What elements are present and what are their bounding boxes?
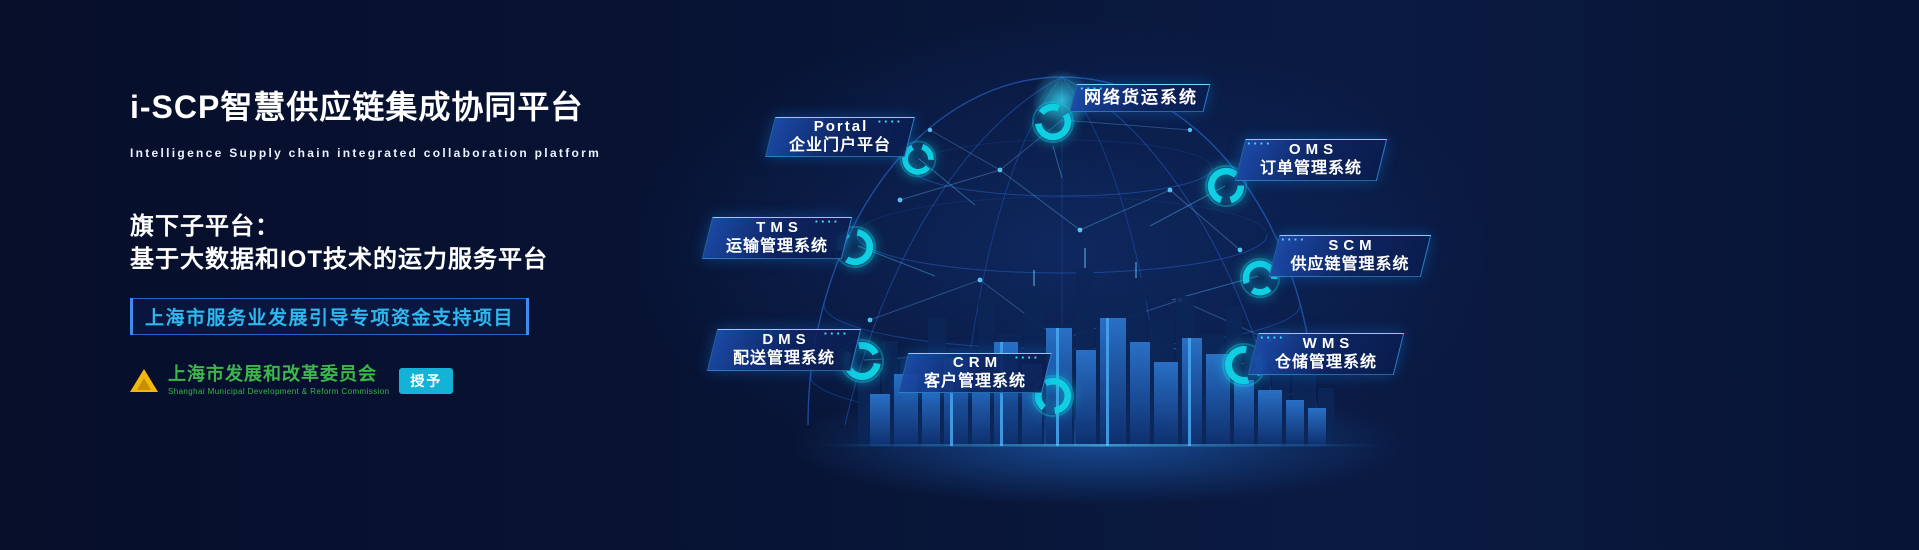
ring-icon-oms (1203, 163, 1249, 209)
dots-decoration: ···· (1080, 81, 1106, 96)
system-node-oms: OMS 订单管理系统 ···· (1234, 136, 1388, 181)
page-subtitle: Intelligence Supply chain integrated col… (130, 146, 602, 160)
sub-platform-block: 旗下子平台： 基于大数据和IOT技术的运力服务平台 (130, 210, 601, 276)
node-subtitle: 供应链管理系统 (1290, 255, 1410, 273)
node-title: SCM (1328, 237, 1377, 255)
ring-icon-crm (1030, 373, 1076, 419)
dots-decoration: ···· (823, 326, 849, 341)
node-subtitle: 配送管理系统 (732, 349, 835, 367)
system-node-dms: DMS 配送管理系统 ···· (706, 326, 862, 371)
node-title: DMS (762, 331, 811, 349)
sub-platform-label: 旗下子平台： (130, 213, 280, 240)
system-node-crm: CRM 客户管理系统 ···· (898, 350, 1052, 393)
dots-decoration: ···· (814, 214, 840, 229)
award-badge: 授予 (399, 367, 454, 394)
dots-decoration: ···· (1260, 330, 1286, 345)
issuer-texts: 上海市发展和改革委员会 Shanghai Municipal Developme… (168, 364, 390, 397)
dots-decoration: ···· (1281, 232, 1307, 247)
system-node-freight: 网络货运系统 ···· (1069, 81, 1211, 112)
dots-decoration: ···· (1247, 136, 1273, 151)
node-title: TMS (756, 219, 803, 237)
hero-text-block: i-SCP智慧供应链集成协同平台 Intelligence Supply cha… (130, 88, 601, 397)
dots-decoration: ···· (1014, 350, 1040, 365)
node-subtitle: 仓储管理系统 (1274, 353, 1377, 371)
node-subtitle: 订单管理系统 (1259, 159, 1362, 177)
node-subtitle: 企业门户平台 (788, 136, 891, 154)
page-title: i-SCP智慧供应链集成协同平台 (130, 89, 584, 125)
sub-platform-description: 基于大数据和IOT技术的运力服务平台 (130, 246, 548, 273)
node-subtitle: 客户管理系统 (923, 372, 1026, 390)
award-project-box: 上海市服务业发展引导专项资金支持项目 (130, 298, 530, 335)
issuer-name: 上海市发展和改革委员会 (168, 364, 377, 384)
issuer-name-en: Shanghai Municipal Development & Reform … (168, 386, 390, 396)
node-title: WMS (1302, 335, 1355, 353)
system-node-tms: TMS 运输管理系统 ···· (701, 214, 853, 259)
ring-icon-freight (1030, 99, 1076, 145)
ndrc-logo-icon (130, 369, 158, 393)
node-title: Portal (813, 118, 869, 136)
city-skyline (790, 248, 1410, 506)
system-node-wms: WMS 仓储管理系统 ···· (1247, 330, 1405, 375)
dots-decoration: ···· (877, 114, 903, 129)
issuer-row: 上海市发展和改革委员会 Shanghai Municipal Developme… (130, 364, 601, 397)
node-title: OMS (1288, 141, 1339, 159)
node-subtitle: 运输管理系统 (725, 237, 828, 255)
system-node-scm: SCM 供应链管理系统 ···· (1268, 232, 1432, 277)
system-node-portal: Portal 企业门户平台 ···· (765, 114, 915, 157)
ring-icon-portal (898, 139, 938, 179)
node-title: CRM (952, 354, 1003, 372)
